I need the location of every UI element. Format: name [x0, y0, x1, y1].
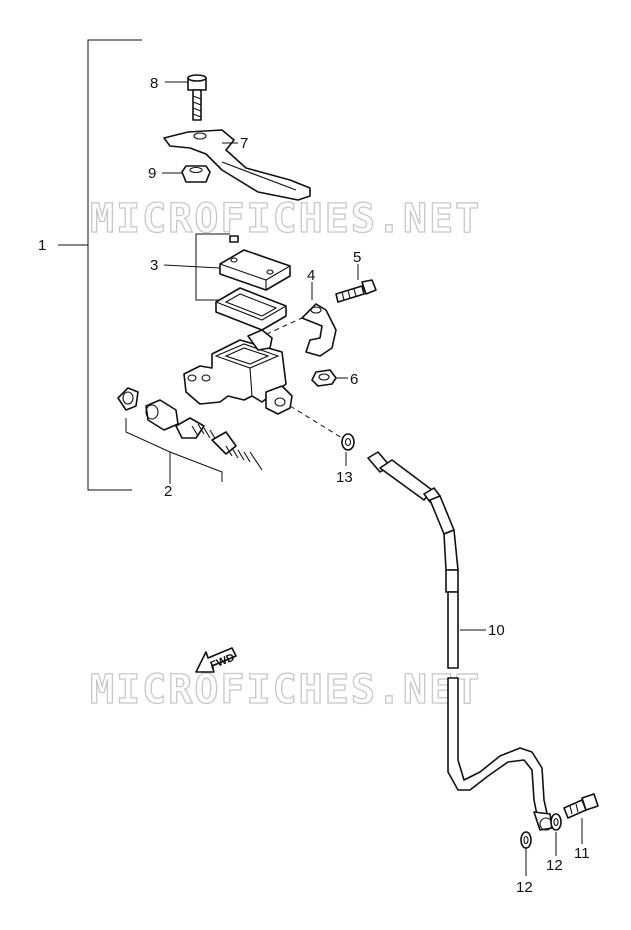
- callout-4: 4: [307, 267, 315, 284]
- clutch-hose: [367, 451, 553, 831]
- callout-8: 8: [150, 75, 158, 92]
- callout-1: 1: [38, 237, 46, 254]
- clamp-nut: [311, 369, 348, 387]
- callout-11: 11: [574, 845, 590, 862]
- reservoir-cap-set: [163, 233, 291, 331]
- callout-6: 6: [350, 371, 358, 388]
- watermark-bottom: MICROFICHES.NET: [90, 667, 481, 713]
- lever-bolt: [165, 74, 207, 121]
- washer-13: [341, 433, 355, 466]
- callout-10: 10: [488, 622, 505, 639]
- assembly-bracket: [58, 39, 142, 491]
- clamp-bolt: [335, 264, 377, 303]
- master-cylinder-body: [183, 329, 343, 439]
- callout-13: 13: [336, 469, 353, 486]
- callout-3: 3: [150, 257, 158, 274]
- callout-12-upper: 12: [546, 857, 563, 874]
- callout-2: 2: [164, 483, 172, 500]
- washer-12: [520, 813, 562, 876]
- callout-7: 7: [240, 135, 248, 152]
- callout-12-lower: 12: [516, 879, 533, 896]
- clutch-lever: [163, 129, 311, 201]
- callout-5: 5: [353, 249, 361, 266]
- banjo-bolt: [563, 793, 599, 844]
- lever-nut: [162, 165, 211, 183]
- watermark-top: MICROFICHES.NET: [90, 196, 481, 242]
- callout-9: 9: [148, 165, 156, 182]
- piston-set: [117, 387, 263, 484]
- handlebar-clamp: [257, 282, 337, 357]
